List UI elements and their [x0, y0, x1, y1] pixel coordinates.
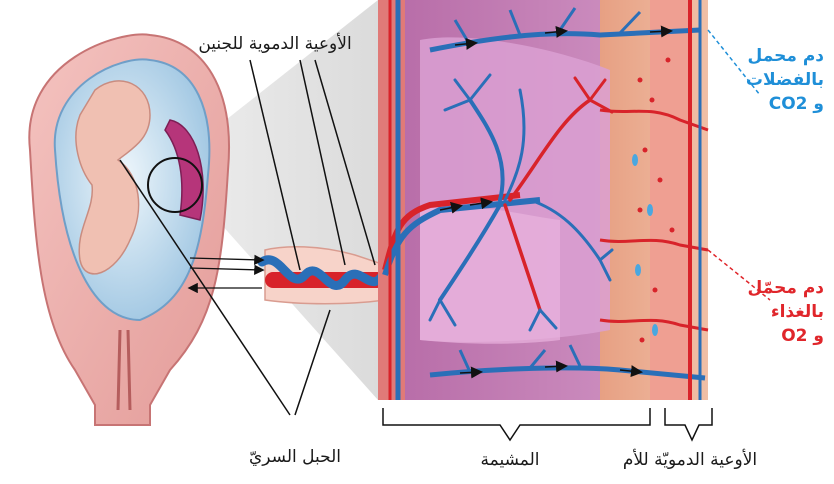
waste-blood-line1: دم محمل [736, 44, 824, 68]
waste-blood-line2: بالفضلات [736, 68, 824, 92]
maternal-bracket [665, 408, 712, 440]
uterus-illustration [29, 34, 229, 425]
fetal-vessels-label: الأوعية الدموية للجنين [175, 34, 375, 54]
waste-blood-line3: و CO2 [736, 92, 824, 116]
nutrient-blood-line2: بالغذاء [740, 300, 824, 324]
villus-space-2 [420, 207, 560, 344]
umbilical-cord-label: الحبل السريّ [225, 447, 365, 467]
nutrient-blood-line1: دم محمّل [740, 276, 824, 300]
placenta-section [378, 0, 708, 400]
placenta-bracket [383, 408, 650, 440]
placenta-label: المشيمة [455, 450, 565, 470]
nutrient-blood-label: دم محمّل بالغذاء و O2 [740, 276, 824, 348]
waste-blood-label: دم محمل بالفضلات و CO2 [736, 44, 824, 116]
nutrient-blood-line3: و O2 [740, 324, 824, 348]
maternal-vessels-label: الأوعية الدمويّة للأم [600, 450, 780, 470]
